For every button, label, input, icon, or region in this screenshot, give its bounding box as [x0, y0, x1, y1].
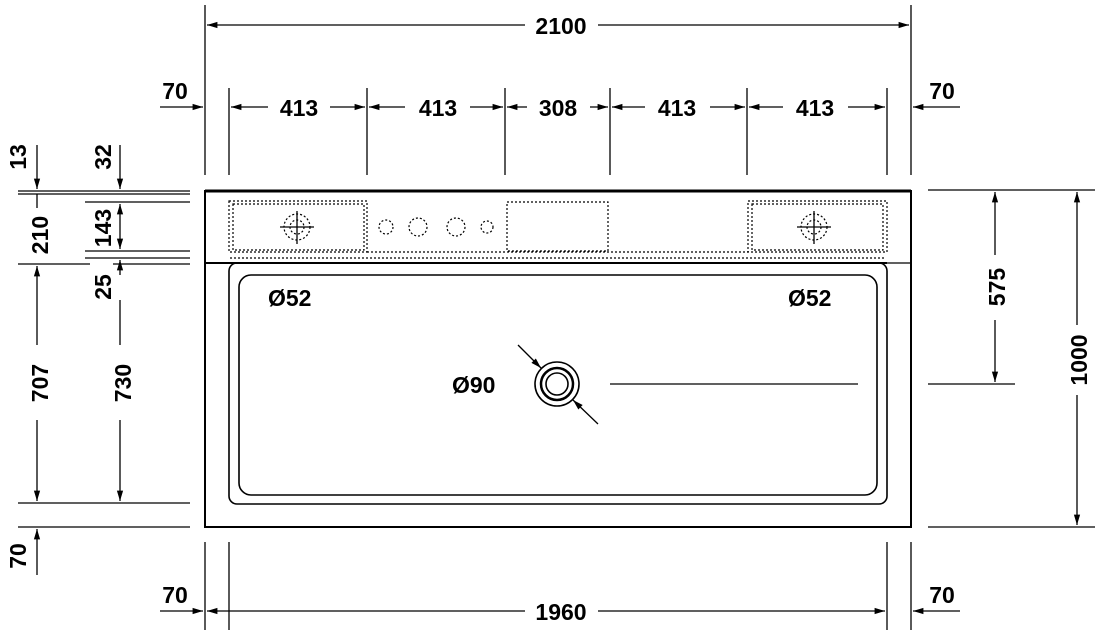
- hole-right-diameter-label: Ø52: [788, 285, 831, 311]
- overall-width-label: 2100: [535, 13, 586, 39]
- inner-width-label: 1960: [535, 599, 586, 625]
- left-margin-top-label: 70: [162, 78, 188, 104]
- segment-2-label: 413: [419, 95, 457, 121]
- segment-1-label: 413: [280, 95, 318, 121]
- segment-5-label: 413: [796, 95, 834, 121]
- extension-lines: [18, 5, 1095, 630]
- left-margin-bottom-label: 70: [162, 582, 188, 608]
- right-margin-bottom-label: 70: [929, 582, 955, 608]
- drain-offset-label: 575: [984, 268, 1010, 307]
- deck-hidden-lines: [228, 200, 888, 259]
- overall-depth-label: 1000: [1066, 334, 1092, 385]
- dim-143-label: 143: [90, 209, 116, 247]
- right-margin-top-label: 70: [929, 78, 955, 104]
- dimension-lines: [33, 21, 1081, 615]
- dim-25-label: 25: [90, 274, 116, 300]
- dim-32-label: 32: [90, 144, 116, 170]
- hole-left-diameter-label: Ø52: [268, 285, 311, 311]
- tap-hole-left: [280, 211, 314, 244]
- drain: [517, 344, 858, 425]
- segment-4-label: 413: [658, 95, 696, 121]
- accessory-holes: [378, 217, 494, 237]
- segment-3-label: 308: [539, 95, 578, 121]
- basin-outline: [204, 189, 912, 528]
- drain-diameter-label: Ø90: [452, 372, 495, 398]
- tap-hole-right: [797, 211, 831, 244]
- dim-210-label: 210: [27, 216, 53, 254]
- dim-730-label: 730: [110, 364, 136, 402]
- dim-13-label: 13: [5, 144, 31, 170]
- dim-707-label: 707: [27, 364, 53, 402]
- dim-70-label: 70: [5, 543, 31, 569]
